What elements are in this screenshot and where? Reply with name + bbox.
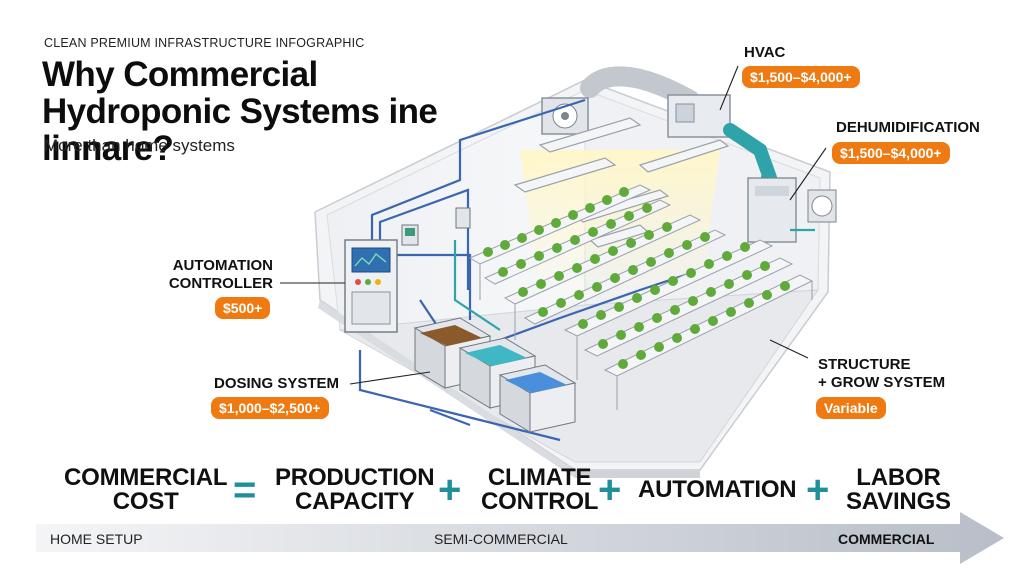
scale-label-semi-commercial: SEMI-COMMERCIAL (434, 531, 568, 547)
dehumidifier-unit (747, 177, 837, 243)
scale-label-home-setup: HOME SETUP (50, 531, 143, 547)
automation-controller-unit (344, 207, 471, 333)
plus-icon: + (598, 468, 622, 512)
scale-arrow (36, 512, 1004, 564)
callout-leaders (280, 65, 827, 385)
grow-rows (468, 184, 814, 410)
structure-price-badge: Variable (816, 397, 886, 419)
page-title: Why Commercial Hydroponic Systems ine li… (42, 55, 438, 168)
plants (483, 187, 790, 369)
equation-term-automation: AUTOMATION (638, 476, 797, 503)
automation-controller-label: AUTOMATION CONTROLLER (168, 257, 273, 292)
hvac-unit (667, 94, 731, 138)
hvac-label: HVAC (744, 44, 786, 61)
dehumidification-price-badge: $1,500–$4,000+ (832, 142, 950, 164)
scale-label-commercial: COMMERCIAL (838, 531, 935, 547)
dehumidification-label: DEHUMIDIFICATION (836, 119, 980, 136)
equals-icon: = (233, 468, 257, 512)
eyebrow-text: CLEAN PREMIUM INFRASTRUCTURE INFOGRAPHIC (44, 36, 365, 50)
dosing-tanks (413, 317, 577, 433)
automation-controller-price-badge: $500+ (215, 297, 271, 319)
page-subtitle: More than home systems (44, 136, 235, 155)
plus-icon: + (438, 468, 462, 512)
dosing-system-price-badge: $1,000–$2,500+ (211, 397, 329, 419)
hvac-price-badge: $1,500–$4,000+ (742, 66, 860, 88)
dosing-system-label: DOSING SYSTEM (214, 375, 340, 392)
plus-icon: + (806, 468, 830, 512)
outdoor-ac-unit-left (541, 97, 589, 135)
water-pipes (358, 98, 701, 442)
structure-label: STRUCTURE + GROW SYSTEM (818, 356, 946, 391)
